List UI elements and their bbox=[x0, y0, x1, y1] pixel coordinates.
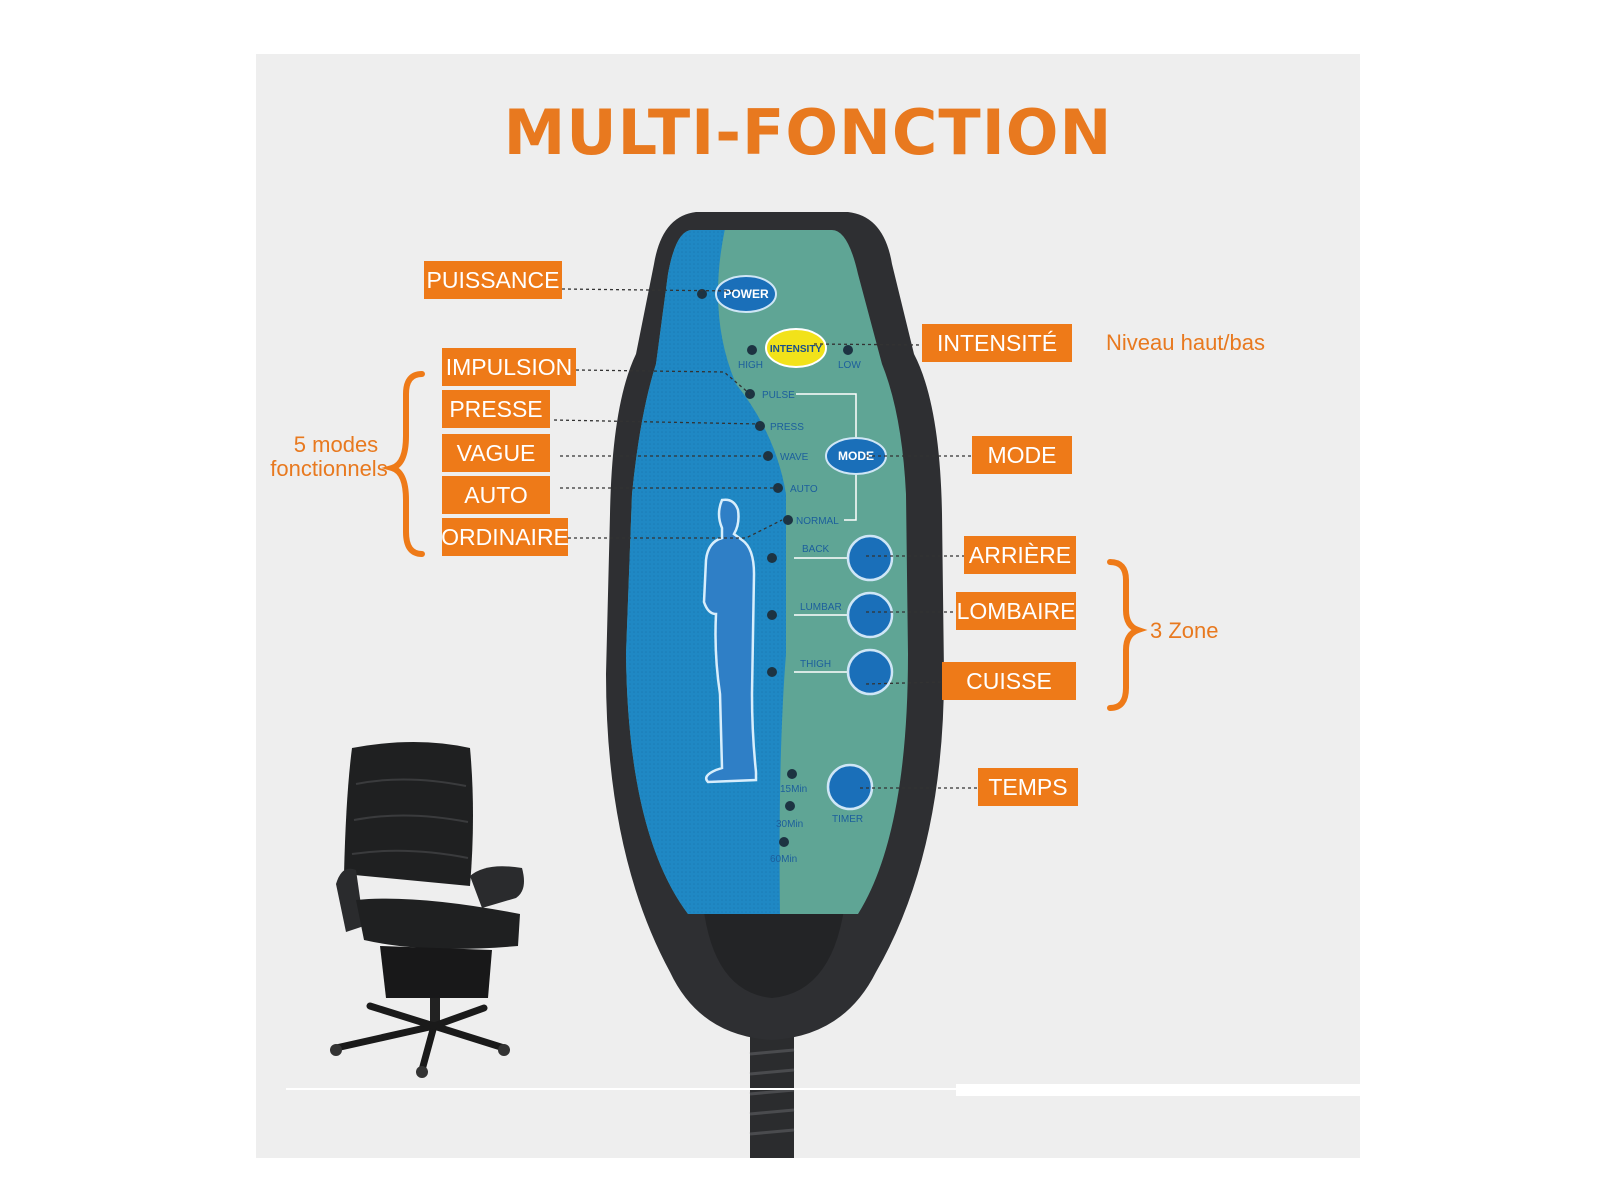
note-zone: 3 Zone bbox=[1150, 618, 1219, 643]
remote-back-text: BACK bbox=[802, 544, 830, 555]
label-ordinaire: ORDINAIRE bbox=[441, 518, 569, 556]
label-lombaire: LOMBAIRE bbox=[956, 592, 1076, 630]
mode-button-icon[interactable]: MODE bbox=[825, 437, 887, 475]
remote-lumbar-text: LUMBAR bbox=[800, 602, 842, 613]
remote-high-text: HIGH bbox=[738, 360, 763, 371]
human-silhouette-icon bbox=[702, 498, 758, 784]
remote-60min-text: 60Min bbox=[770, 854, 797, 865]
label-impulsion: IMPULSION bbox=[442, 348, 576, 386]
product-panel: MULTI-FONCTION bbox=[256, 54, 1360, 1158]
intensity-button-label: INTENSITY bbox=[770, 344, 823, 355]
curly-brace-right-icon bbox=[1107, 559, 1148, 711]
remote-low-text: LOW bbox=[838, 360, 861, 371]
remote-press-text: PRESS bbox=[770, 422, 804, 433]
remote-timer-text: TIMER bbox=[832, 814, 863, 825]
timer-button-icon[interactable] bbox=[826, 763, 874, 811]
remote-auto-text: AUTO bbox=[790, 484, 818, 495]
note-niveau: Niveau haut/bas bbox=[1106, 330, 1265, 355]
label-intensite: INTENSITÉ bbox=[922, 324, 1072, 362]
remote-normal-text: NORMAL bbox=[796, 516, 839, 527]
remote-wave-text: WAVE bbox=[780, 452, 809, 463]
curly-brace-left-icon bbox=[381, 371, 425, 557]
note-modes-line1: 5 modes bbox=[293, 432, 379, 457]
remote-30min-text: 30Min bbox=[776, 819, 803, 830]
remote-thigh-text: THIGH bbox=[800, 659, 831, 670]
label-cuisse: CUISSE bbox=[942, 662, 1076, 700]
label-mode: MODE bbox=[972, 436, 1072, 474]
label-arriere: ARRIÈRE bbox=[964, 536, 1076, 574]
label-puissance: PUISSANCE bbox=[424, 261, 562, 299]
thigh-zone-button-icon[interactable] bbox=[846, 648, 894, 696]
intensity-button-icon[interactable]: INTENSITY bbox=[765, 328, 827, 368]
office-chair-image bbox=[330, 742, 524, 1078]
power-button-icon[interactable]: POWER bbox=[715, 275, 777, 313]
power-button-label: POWER bbox=[723, 287, 769, 301]
label-presse: PRESSE bbox=[442, 390, 550, 428]
page-title: MULTI-FONCTION bbox=[503, 96, 1113, 169]
remote-pulse-text: PULSE bbox=[762, 390, 795, 401]
note-modes-line2: fonctionnels bbox=[270, 456, 388, 481]
back-zone-button-icon[interactable] bbox=[846, 534, 894, 582]
remote-illustration: HIGH LOW PULSE PRESS WAVE AUTO NORMAL BA… bbox=[286, 212, 1360, 1158]
leader-lines bbox=[553, 288, 978, 789]
lumbar-zone-button-icon[interactable] bbox=[846, 591, 894, 639]
label-temps: TEMPS bbox=[978, 768, 1078, 806]
mode-button-label: MODE bbox=[838, 449, 874, 463]
remote-15min-text: 15Min bbox=[780, 784, 807, 795]
label-vague: VAGUE bbox=[442, 434, 550, 472]
label-auto: AUTO bbox=[442, 476, 550, 514]
